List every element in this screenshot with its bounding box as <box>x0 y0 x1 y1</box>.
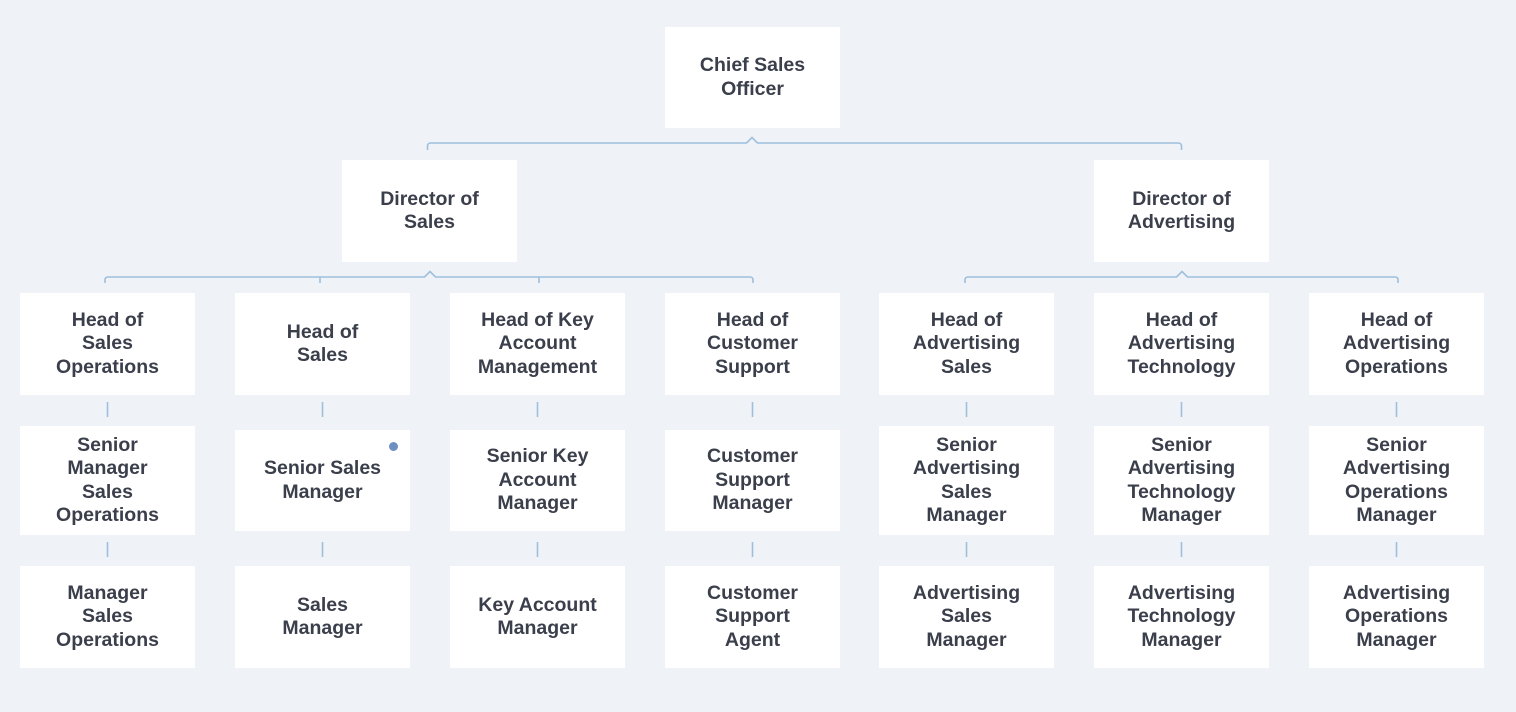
node-label: Director of Sales <box>380 187 479 234</box>
node-chief-sales-officer[interactable]: Chief Sales Officer <box>665 27 840 128</box>
node-label: Head of Advertising Sales <box>912 308 1021 378</box>
node-label: Head of Key Account Management <box>477 308 598 378</box>
marker-dot-icon <box>389 442 398 451</box>
node-head-of-advertising-technology[interactable]: Head of Advertising Technology <box>1094 293 1269 395</box>
node-head-of-sales[interactable]: Head of Sales <box>235 293 410 395</box>
node-senior-advertising-technology-manager[interactable]: Senior Advertising Technology Manager <box>1094 426 1269 535</box>
node-label: Senior Advertising Technology Manager <box>1127 433 1236 527</box>
node-customer-support-manager[interactable]: Customer Support Manager <box>665 430 840 531</box>
node-label: Chief Sales Officer <box>699 54 806 100</box>
node-director-of-sales[interactable]: Director of Sales <box>342 160 517 262</box>
node-senior-manager-sales-operations[interactable]: Senior Manager Sales Operations <box>20 426 195 535</box>
node-director-of-advertising[interactable]: Director of Advertising <box>1094 160 1269 262</box>
connector-chief-to-directors <box>426 136 1183 150</box>
node-senior-advertising-sales-manager[interactable]: Senior Advertising Sales Manager <box>879 426 1054 535</box>
node-head-of-advertising-operations[interactable]: Head of Advertising Operations <box>1309 293 1484 395</box>
node-label: Head of Customer Support <box>706 308 799 378</box>
node-label: Manager Sales Operations <box>56 581 159 651</box>
node-head-of-sales-operations[interactable]: Head of Sales Operations <box>20 293 195 395</box>
node-sales-manager[interactable]: Sales Manager <box>235 566 410 668</box>
node-label: Customer Support Manager <box>706 445 799 515</box>
node-advertising-technology-manager[interactable]: Advertising Technology Manager <box>1094 566 1269 668</box>
node-label: Senior Manager Sales Operations <box>56 433 159 527</box>
connector-director-sales-to-heads <box>104 270 754 283</box>
node-label: Sales Manager <box>282 593 363 640</box>
node-label: Advertising Technology Manager <box>1127 581 1236 651</box>
node-senior-sales-manager[interactable]: Senior Sales Manager <box>235 430 410 531</box>
node-label: Customer Support Agent <box>706 581 799 651</box>
node-label: Head of Advertising Technology <box>1127 308 1236 378</box>
connector-director-ads-to-heads <box>964 270 1399 283</box>
node-advertising-operations-manager[interactable]: Advertising Operations Manager <box>1309 566 1484 668</box>
node-label: Head of Sales <box>286 320 359 367</box>
node-senior-advertising-operations-manager[interactable]: Senior Advertising Operations Manager <box>1309 426 1484 535</box>
node-label: Senior Advertising Operations Manager <box>1342 433 1451 527</box>
node-label: Advertising Operations Manager <box>1342 581 1451 651</box>
node-label: Head of Sales Operations <box>56 308 159 378</box>
node-label: Senior Sales Manager <box>263 457 382 503</box>
node-head-of-key-account-management[interactable]: Head of Key Account Management <box>450 293 625 395</box>
node-head-of-customer-support[interactable]: Head of Customer Support <box>665 293 840 395</box>
node-manager-sales-operations[interactable]: Manager Sales Operations <box>20 566 195 668</box>
node-label: Head of Advertising Operations <box>1342 308 1451 378</box>
node-customer-support-agent[interactable]: Customer Support Agent <box>665 566 840 668</box>
node-label: Senior Key Account Manager <box>486 445 589 515</box>
node-label: Key Account Manager <box>478 593 597 640</box>
node-key-account-manager[interactable]: Key Account Manager <box>450 566 625 668</box>
node-head-of-advertising-sales[interactable]: Head of Advertising Sales <box>879 293 1054 395</box>
node-senior-key-account-manager[interactable]: Senior Key Account Manager <box>450 430 625 531</box>
node-advertising-sales-manager[interactable]: Advertising Sales Manager <box>879 566 1054 668</box>
node-label: Director of Advertising <box>1127 187 1236 234</box>
node-label: Senior Advertising Sales Manager <box>912 433 1021 527</box>
node-label: Advertising Sales Manager <box>912 581 1021 651</box>
